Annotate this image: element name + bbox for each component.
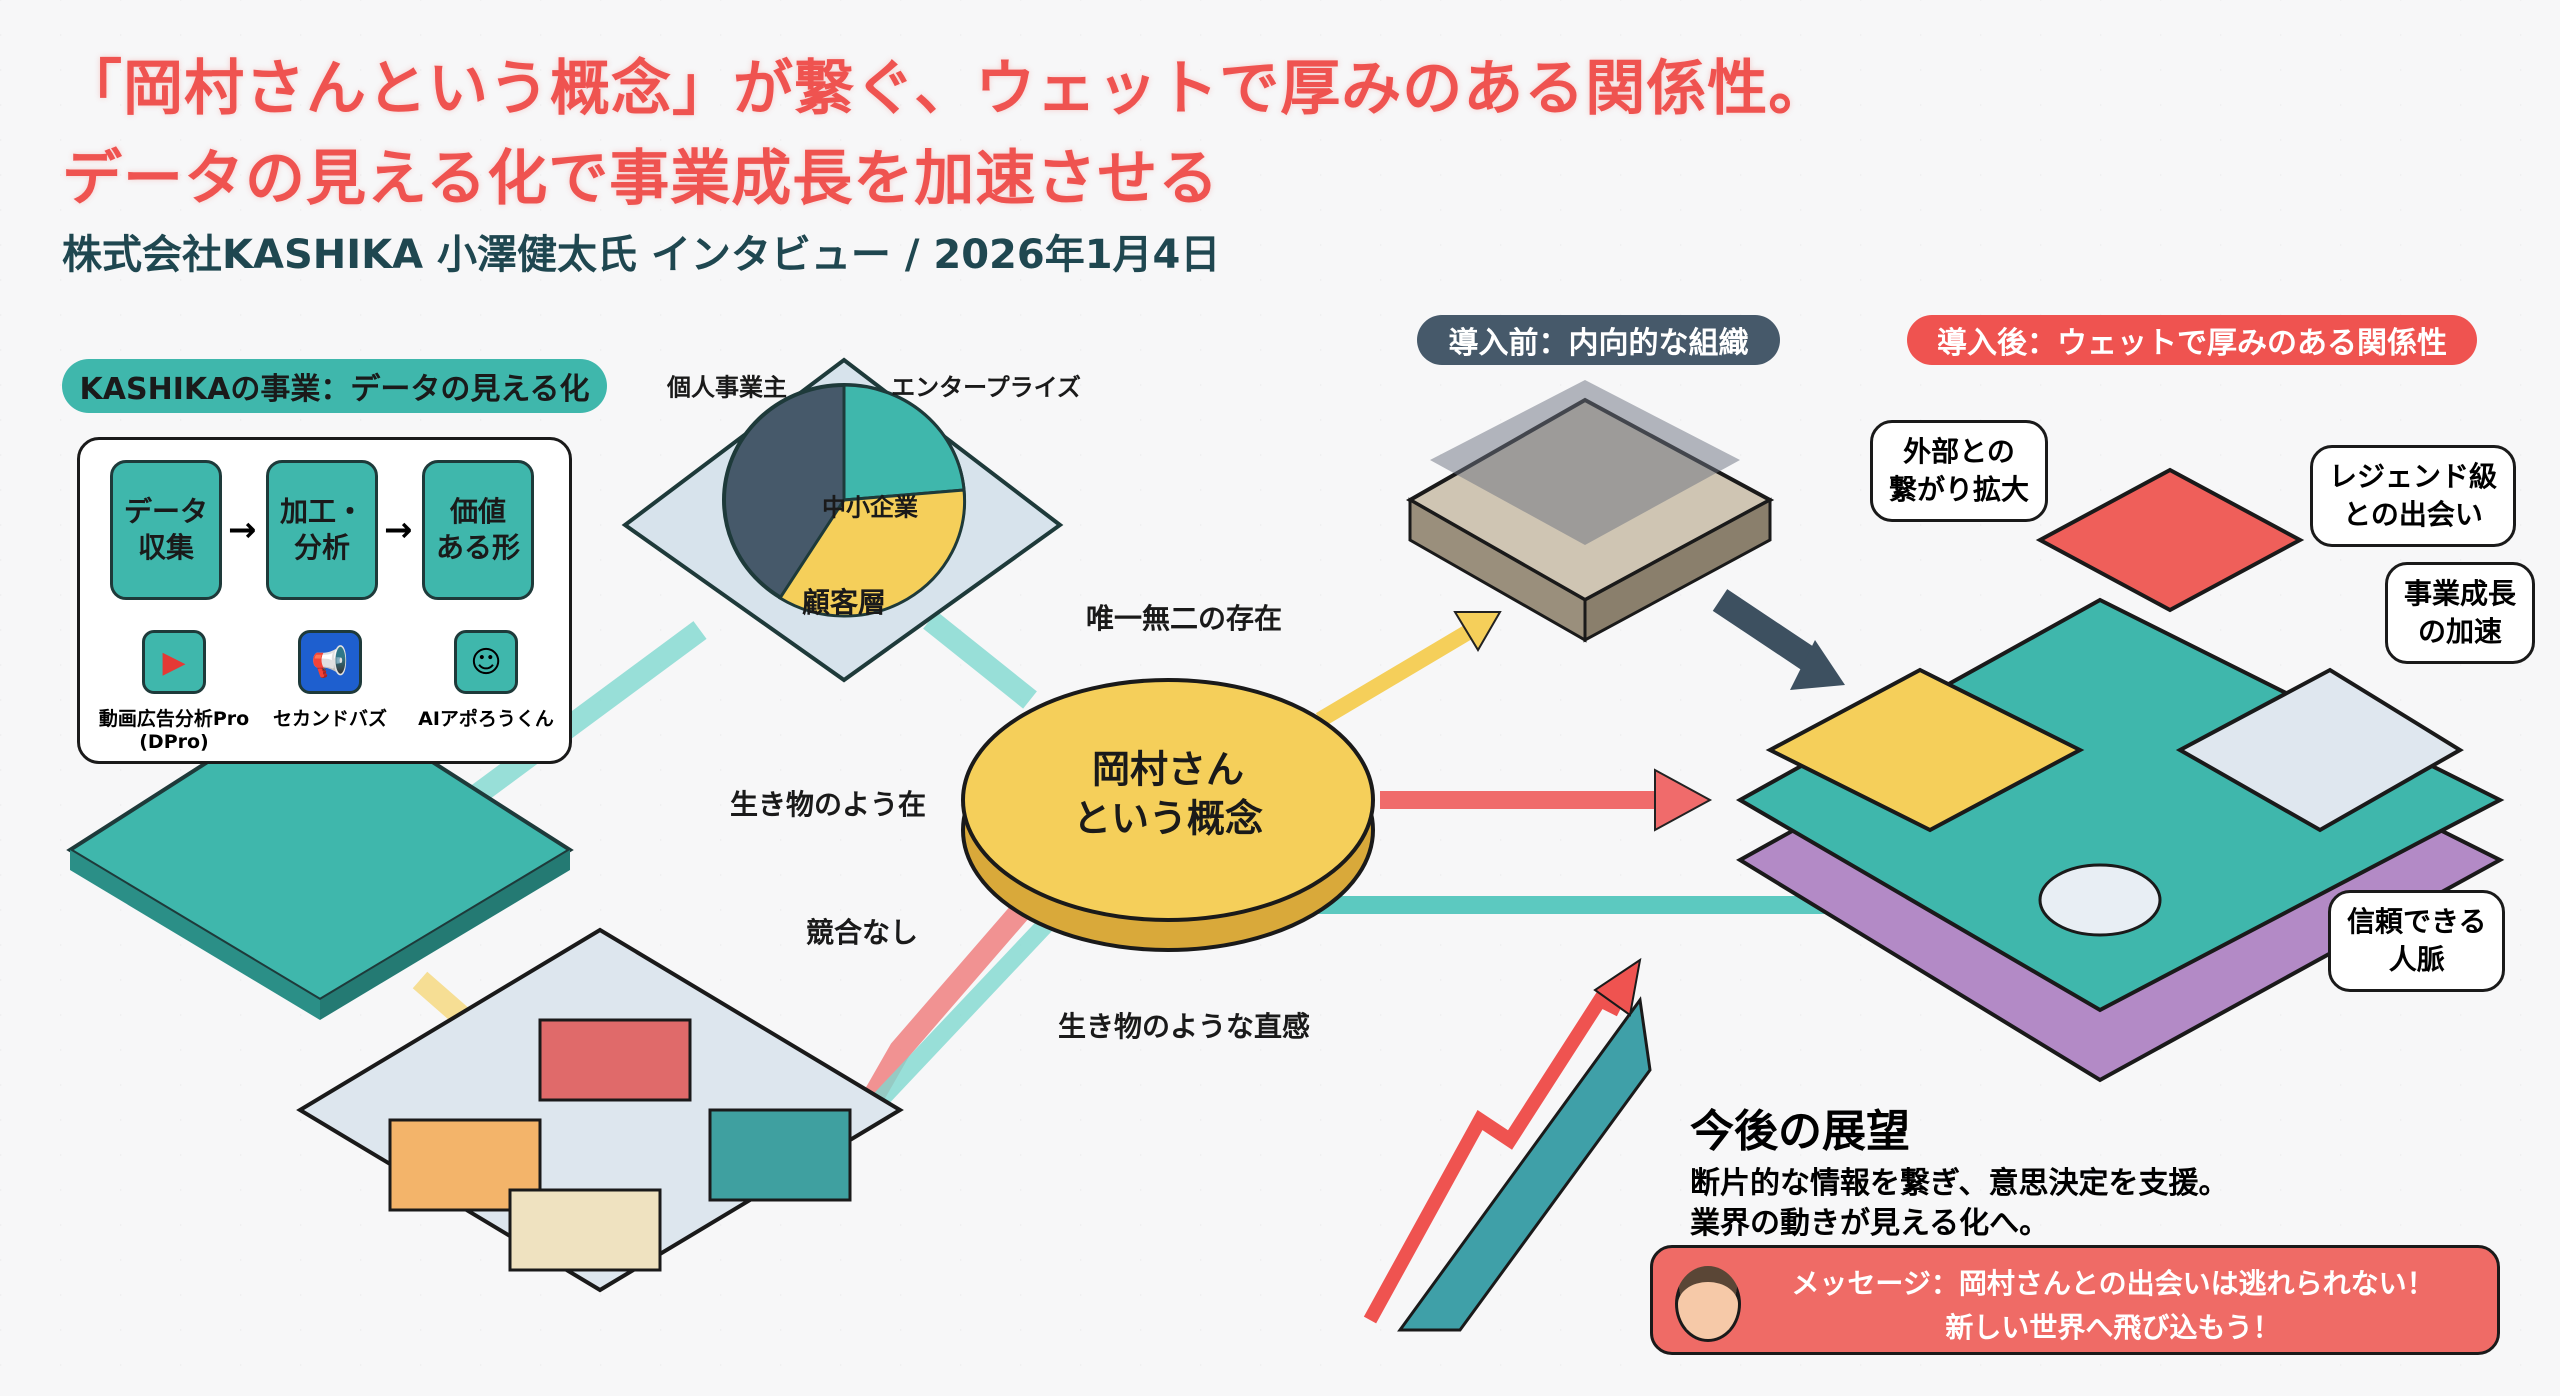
megaphone-icon: 📢: [298, 630, 362, 694]
teal-connector: [463, 621, 707, 809]
outlook-title: 今後の展望: [1690, 1106, 1910, 1157]
robot-icon: ☺: [454, 630, 518, 694]
bubble-trusted-network: 信頼できる 人脈: [2328, 890, 2506, 992]
segment-enterprise: エンタープライズ: [891, 373, 1081, 402]
message-line-2: 新しい世界へ飛び込もう！: [1945, 1311, 2281, 1344]
after-label: 導入後：ウェットで厚みのある関係性: [1907, 315, 2477, 365]
message-line-1: メッセージ：岡村さんとの出会いは逃れられない！: [1791, 1267, 2435, 1300]
trait-living: 生き物のよう在: [729, 788, 927, 821]
arrow-right-icon: →: [384, 510, 413, 550]
speaker-avatar: [1675, 1266, 1741, 1342]
product-ai-apo: AIアポろうくん: [418, 708, 554, 730]
segment-sme: 中小企業: [822, 493, 918, 522]
bubble-business-growth: 事業成長 の加速: [2385, 562, 2536, 664]
step-processing: 加工・ 分析: [266, 460, 378, 600]
headline-line-1: 「岡村さんという概念」が繋ぐ、ウェットで厚みのある関係性。: [62, 54, 1830, 124]
arrow-right-icon: →: [228, 510, 257, 550]
red-tier: [2035, 467, 2305, 613]
teal-connector: [923, 611, 1037, 709]
segment-sole-proprietor: 個人事業主: [667, 373, 787, 402]
navy-arrowhead: [1790, 640, 1845, 690]
interview-subtitle: 株式会社KASHIKA 小澤健太氏 インタビュー / 2026年1月4日: [62, 232, 1221, 278]
message-bubble: メッセージ：岡村さんとの出会いは逃れられない！ 新しい世界へ飛び込もう！: [1650, 1245, 2500, 1355]
navy-arrow: [1712, 589, 1818, 671]
concept-label: 岡村さん という概念: [1072, 747, 1264, 841]
product-dpro: 動画広告分析Pro (DPro): [98, 708, 250, 753]
concept-hub: [961, 678, 1375, 922]
teal-connector: [873, 913, 1057, 1107]
red-arrowhead: [1654, 768, 1713, 832]
step-value: 価値 ある形: [422, 460, 534, 600]
bubble-legend-meetings: レジェンド級 との出会い: [2310, 445, 2517, 547]
customer-layer-label: 顧客層: [801, 586, 887, 619]
product-second-buzz: セカンドバズ: [272, 708, 388, 730]
video-icon: ▶: [142, 630, 206, 694]
yellow-arrow: [1315, 618, 1485, 727]
yellow-arrowhead: [1453, 611, 1502, 652]
grey-tier: [2175, 667, 2464, 833]
step-data-collection: データ 収集: [110, 460, 222, 600]
trait-unique: 唯一無二の存在: [1085, 602, 1283, 635]
before-label: 導入前：内向的な組織: [1417, 315, 1780, 365]
outlook-line-1: 断片的な情報を繋ぎ、意思決定を支援。: [1690, 1166, 2229, 1201]
business-section-label: KASHIKAの事業：データの見える化: [62, 359, 607, 413]
meeting-table: [2038, 863, 2162, 937]
growth-arrow: [1363, 990, 1624, 1324]
bubble-external-connections: 外部との 繋がり拡大: [1870, 420, 2049, 522]
growth-chart: [1397, 996, 1652, 1332]
outlook-line-2: 業界の動きが見える化へ。: [1690, 1206, 2050, 1241]
trait-no-competition: 競合なし: [805, 916, 919, 949]
headline-line-2: データの見える化で事業成長を加速させる: [62, 144, 1220, 214]
trait-intuition: 生き物のような直感: [1057, 1010, 1311, 1043]
yellow-tier: [1765, 667, 2085, 833]
business-panel: データ 収集 → 加工・ 分析 → 価値 ある形 ▶ 📢 ☺ 動画広告分析Pro…: [77, 437, 572, 764]
